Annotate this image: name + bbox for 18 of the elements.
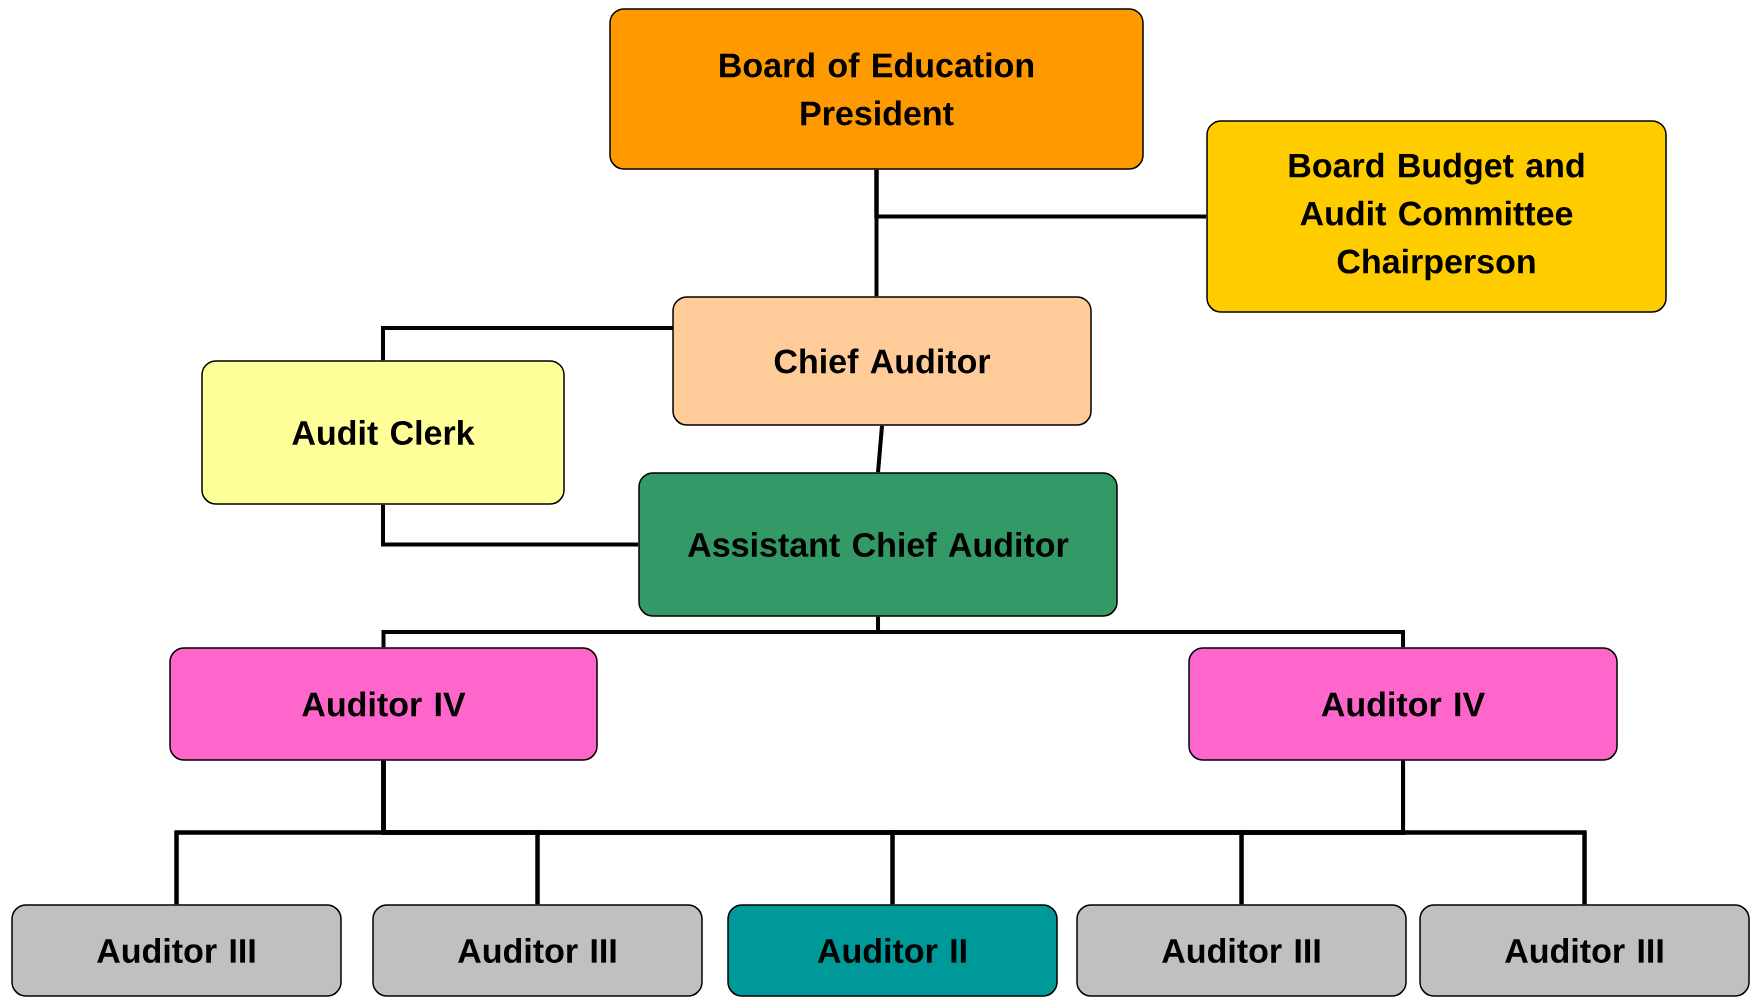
org-box: Chief Auditor	[672, 296, 1092, 426]
org-box: Board Budget and Audit Committee Chairperson	[1206, 120, 1667, 313]
connector-line	[381, 504, 639, 547]
org-box: Auditor IV	[1188, 647, 1618, 761]
org-box: Board of Education President	[609, 8, 1144, 170]
connector-line	[876, 425, 884, 473]
org-box: Assistant Chief Auditor	[638, 472, 1118, 617]
org-box: Auditor III	[1076, 904, 1407, 997]
org-box: Auditor II	[727, 904, 1058, 997]
org-box: Auditor III	[1419, 904, 1750, 997]
connector-line	[1401, 760, 1587, 905]
org-box: Auditor III	[11, 904, 342, 997]
connector-line	[876, 616, 1405, 648]
org-box: Auditor III	[372, 904, 703, 997]
connector-line	[874, 169, 1207, 219]
connector-line	[381, 326, 673, 361]
org-box: Audit Clerk	[201, 360, 565, 505]
org-box: Auditor IV	[169, 647, 598, 761]
